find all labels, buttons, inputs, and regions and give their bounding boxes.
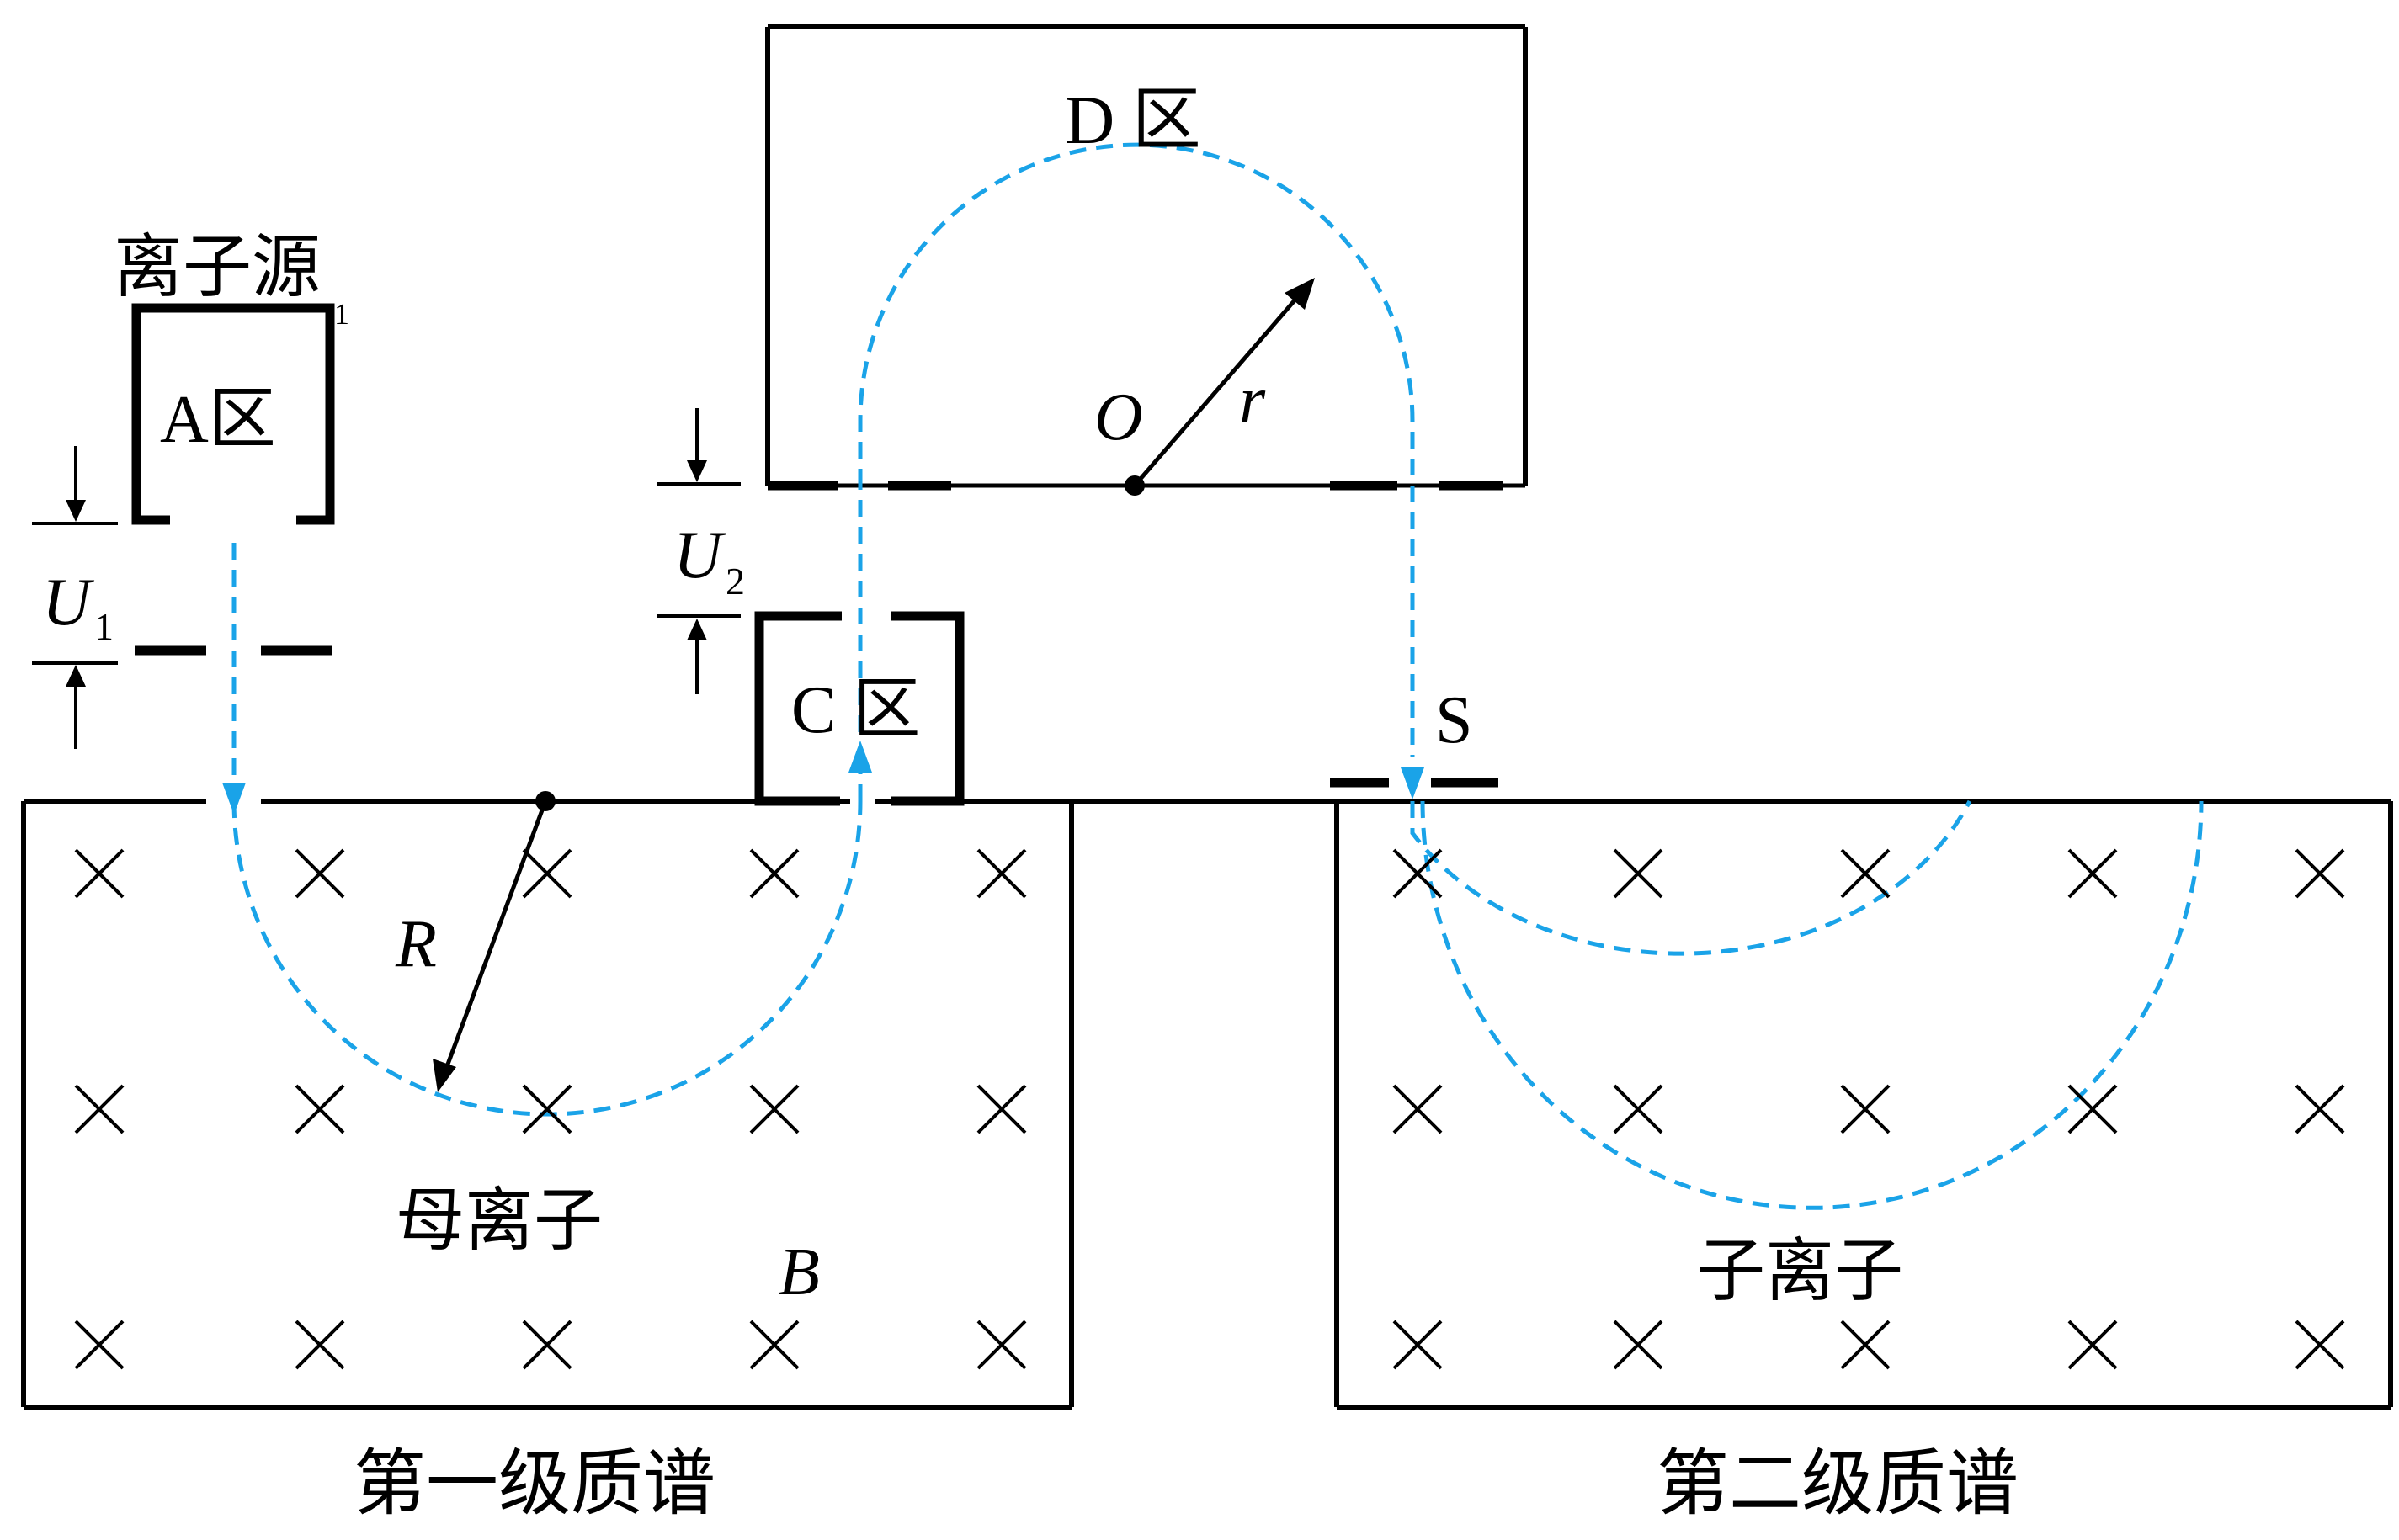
u1-subscript: 1 xyxy=(94,605,114,648)
stage-one-field-markers xyxy=(74,848,1027,1370)
stage-one-field-region xyxy=(21,799,1338,1410)
stage-two-label: 第二级质谱 xyxy=(1657,1442,2019,1526)
u2-subscript: 2 xyxy=(726,560,745,603)
trajectory-daughter-large-arc xyxy=(1420,800,2204,1210)
center-o-label: O xyxy=(1094,380,1143,454)
arrow-down-icon xyxy=(1401,767,1424,799)
region-a-label: A区 xyxy=(160,383,276,457)
arrow-down-icon xyxy=(222,783,246,815)
u1-label: U xyxy=(42,566,95,640)
radius-big-r-indicator xyxy=(433,791,556,1092)
region-d-label: D 区 xyxy=(1065,82,1201,158)
center-o-point xyxy=(1125,475,1145,496)
region-c-label: C 区 xyxy=(791,673,920,747)
u1-gap-indicator xyxy=(32,446,118,749)
region-c-box xyxy=(754,611,965,806)
u2-label: U xyxy=(673,518,726,592)
region-d-box xyxy=(765,24,1528,488)
trajectory-stage-one-arc xyxy=(231,800,863,1117)
stage-one-label: 第一级质谱 xyxy=(354,1442,715,1526)
region-a-box xyxy=(131,303,335,525)
trajectory-daughter-small-arc xyxy=(1410,799,1972,956)
daughter-ion-label: 子离子 xyxy=(1696,1231,1903,1311)
field-b-label: B xyxy=(779,1235,820,1309)
stage-one-center-point xyxy=(535,791,556,811)
ion-trajectories xyxy=(231,142,2204,1210)
arrow-up-icon xyxy=(848,741,872,773)
radius-big-r-label: R xyxy=(395,907,437,981)
ion-source-label: 离子源 xyxy=(114,227,321,307)
slit-s-label: S xyxy=(1435,683,1473,757)
trajectory-arrowheads xyxy=(222,741,1424,815)
u2-gap-indicator xyxy=(657,408,741,694)
radius-r-label: r xyxy=(1239,364,1266,438)
trajectory-d-arc xyxy=(858,142,1415,486)
ion-source-subscript: 1 xyxy=(334,297,349,331)
stage-two-field-markers xyxy=(1392,848,2345,1370)
stage-two-field-region xyxy=(1334,799,2393,1410)
parent-ion-label: 母离子 xyxy=(396,1181,603,1261)
radius-r-indicator xyxy=(1125,278,1315,496)
